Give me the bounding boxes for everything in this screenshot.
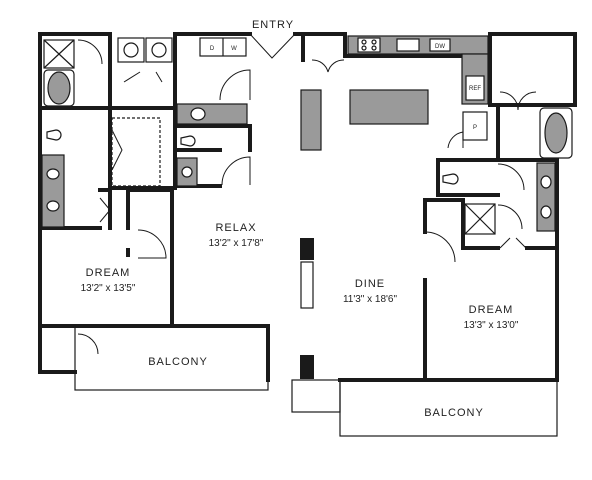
sink-left-1 bbox=[46, 168, 60, 180]
doors-misc bbox=[77, 33, 345, 355]
room-labels: ENTRY RELAX 13'2" x 17'8" DINE 11'3" x 1… bbox=[81, 19, 519, 419]
right-bath bbox=[424, 91, 573, 263]
balcony-left-door bbox=[77, 333, 99, 355]
half-bath bbox=[176, 103, 251, 187]
dishwasher-label: DW bbox=[435, 44, 445, 50]
closet-right-doors bbox=[499, 91, 537, 111]
half-bath-sink-2 bbox=[181, 166, 193, 178]
dream-right-label: DREAM bbox=[469, 304, 514, 316]
closet-left-door bbox=[111, 129, 123, 171]
sink-left-2 bbox=[46, 200, 60, 212]
vanity-right bbox=[536, 162, 556, 232]
dining-bar bbox=[300, 89, 322, 151]
refrigerator-label: REF bbox=[469, 86, 481, 92]
half-bath-toilet bbox=[180, 135, 196, 147]
pantry-door bbox=[447, 131, 464, 149]
balcony-left-label: BALCONY bbox=[148, 356, 208, 368]
laundry: D W bbox=[117, 37, 251, 101]
coat-closet-doors bbox=[311, 59, 345, 73]
kitchen: DW REF P bbox=[300, 35, 489, 151]
toilet-right bbox=[442, 173, 459, 185]
dryer-label: D bbox=[210, 46, 215, 52]
interior-walls bbox=[38, 32, 559, 382]
vanity-left bbox=[41, 154, 65, 228]
bedroom-left-door bbox=[99, 197, 111, 223]
relax-label: RELAX bbox=[215, 222, 256, 234]
relax-dimensions: 13'2" x 17'8" bbox=[209, 238, 264, 249]
tub-right bbox=[544, 112, 568, 154]
balcony-right-label: BALCONY bbox=[424, 407, 484, 419]
half-bath-vanity bbox=[176, 103, 248, 125]
pantry bbox=[462, 111, 488, 141]
laundry-machine-2 bbox=[145, 37, 173, 63]
dishwasher bbox=[429, 38, 451, 52]
columns bbox=[300, 238, 314, 379]
bedroom-left-closet-door bbox=[137, 229, 167, 259]
kitchen-island bbox=[349, 89, 429, 125]
half-bath-sink bbox=[190, 107, 206, 121]
column-middle bbox=[300, 261, 314, 309]
washer-label: W bbox=[231, 46, 237, 52]
bath-door-right bbox=[497, 163, 525, 191]
bedroom-right-entry-door bbox=[424, 231, 456, 263]
column-upper bbox=[300, 238, 314, 260]
shower-door-right bbox=[497, 204, 523, 230]
entry-label: ENTRY bbox=[252, 19, 294, 31]
dine-dimensions: 11'3" x 18'6" bbox=[343, 294, 398, 305]
toilet-left bbox=[46, 129, 62, 141]
laundry-doors bbox=[123, 71, 163, 83]
laundry-machine-1 bbox=[117, 37, 145, 63]
entry-door bbox=[249, 33, 296, 59]
refrigerator bbox=[465, 75, 485, 101]
laundry-door bbox=[219, 69, 251, 101]
tub-left bbox=[47, 71, 71, 105]
half-bath-door bbox=[221, 156, 251, 186]
dream-left-label: DREAM bbox=[86, 267, 131, 279]
cooktop bbox=[357, 37, 381, 53]
dream-left-dimensions: 13'2" x 13'5" bbox=[81, 283, 136, 294]
bedroom-right-door bbox=[499, 237, 527, 249]
shower-door-left bbox=[77, 39, 103, 65]
kitchen-sink bbox=[396, 38, 420, 52]
pantry-label: P bbox=[473, 125, 477, 131]
left-bath bbox=[41, 39, 161, 228]
closet-left bbox=[111, 117, 161, 187]
sink-right-2 bbox=[540, 205, 552, 219]
balcony-step bbox=[291, 379, 341, 413]
dream-right-dimensions: 13'3" x 13'0" bbox=[464, 320, 519, 331]
sink-right-1 bbox=[540, 175, 552, 189]
dine-label: DINE bbox=[355, 278, 385, 290]
column-lower bbox=[300, 355, 314, 379]
